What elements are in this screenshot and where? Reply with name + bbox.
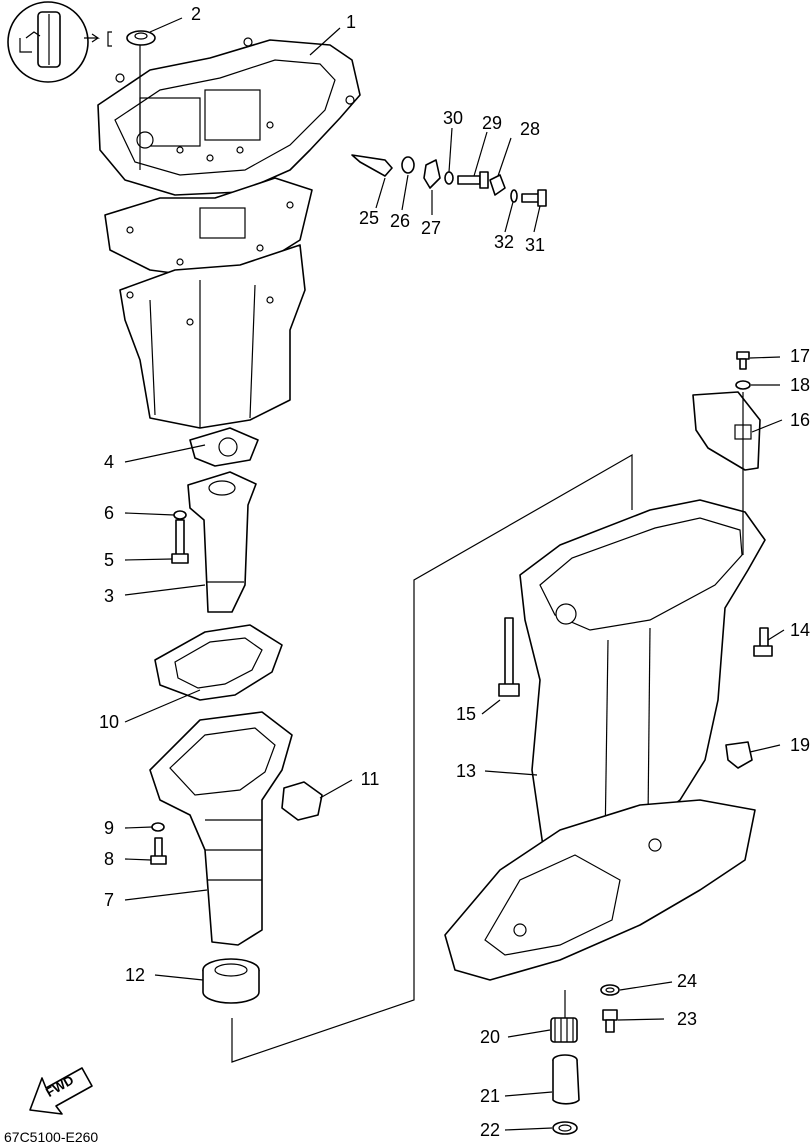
bolt-5-part bbox=[171, 519, 189, 564]
callout-12: 12 bbox=[125, 965, 145, 985]
washer-24-part bbox=[600, 984, 620, 996]
rubber-seal-11-part bbox=[281, 781, 323, 821]
callout-21: 21 bbox=[480, 1086, 500, 1106]
callout-23: 23 bbox=[677, 1009, 697, 1029]
callout-17: 17 bbox=[790, 346, 810, 366]
callout-27: 27 bbox=[421, 218, 441, 238]
callout-19: 19 bbox=[790, 735, 810, 755]
reference-lines bbox=[231, 453, 633, 1063]
callout-10: 10 bbox=[99, 712, 119, 732]
collar-12-part bbox=[202, 958, 260, 1004]
washer-32-part bbox=[510, 189, 518, 203]
callout-30: 30 bbox=[443, 108, 463, 128]
callout-1: 1 bbox=[346, 12, 356, 32]
callout-7: 7 bbox=[104, 890, 114, 910]
upper-casing-part bbox=[519, 499, 766, 863]
grease-symbol-inset bbox=[7, 1, 112, 83]
washer-9-part bbox=[151, 822, 165, 832]
callout-15: 15 bbox=[456, 704, 476, 724]
callout-32: 32 bbox=[494, 232, 514, 252]
bolt-14-part bbox=[753, 627, 773, 657]
callout-2: 2 bbox=[191, 4, 201, 24]
washer-6-part bbox=[173, 510, 187, 520]
callout-9: 9 bbox=[104, 818, 114, 838]
callout-28: 28 bbox=[520, 119, 540, 139]
callout-18: 18 bbox=[790, 375, 810, 395]
diagram-code: 67C5100-E260 bbox=[4, 1129, 98, 1144]
seal-washer-part bbox=[126, 30, 156, 46]
bolt-8-part bbox=[150, 837, 167, 865]
pin-25-part bbox=[351, 154, 393, 177]
callout-25: 25 bbox=[359, 208, 379, 228]
cavitation-plate bbox=[444, 799, 756, 981]
callout-8: 8 bbox=[104, 849, 114, 869]
bushing-26-part bbox=[401, 156, 415, 174]
bushing-21-part bbox=[552, 1054, 580, 1105]
callout-31: 31 bbox=[525, 235, 545, 255]
callout-5: 5 bbox=[104, 550, 114, 570]
bolt-29-part bbox=[457, 171, 489, 189]
upper-mount-plate-part bbox=[97, 37, 361, 196]
bolt-15-part bbox=[498, 617, 520, 697]
leader-lines bbox=[124, 17, 785, 1131]
callout-11: 11 bbox=[361, 769, 380, 789]
grommet-20-part bbox=[550, 1017, 578, 1043]
callout-20: 20 bbox=[480, 1027, 500, 1047]
exhaust-guide-part bbox=[187, 471, 257, 613]
muffler-part bbox=[149, 711, 293, 946]
screw-17-part bbox=[736, 351, 750, 370]
clip-19-part bbox=[725, 741, 753, 769]
washer-18-part bbox=[735, 380, 751, 390]
callout-6: 6 bbox=[104, 503, 114, 523]
exhaust-gasket-part bbox=[189, 427, 259, 467]
clip-28-part bbox=[489, 174, 506, 196]
callout-labels: 2 1 30 29 28 25 26 27 32 31 17 18 16 4 6… bbox=[99, 4, 810, 1140]
callout-22: 22 bbox=[480, 1120, 500, 1140]
callout-14: 14 bbox=[790, 620, 810, 640]
oil-pan-part bbox=[119, 244, 306, 429]
callout-4: 4 bbox=[104, 452, 114, 472]
callout-16: 16 bbox=[790, 410, 810, 430]
cover-16-part bbox=[692, 391, 761, 471]
callout-26: 26 bbox=[390, 211, 410, 231]
washer-30-part bbox=[444, 171, 454, 185]
bolt-31-part bbox=[521, 189, 547, 207]
bolt-23-part bbox=[602, 1009, 618, 1033]
forward-direction-arrow: FWD bbox=[29, 1067, 93, 1115]
callout-29: 29 bbox=[482, 113, 502, 133]
ring-22-part bbox=[552, 1121, 578, 1135]
muffler-gasket-part bbox=[154, 624, 283, 701]
bracket-27-part bbox=[423, 159, 441, 189]
upper-gasket-part bbox=[104, 177, 313, 279]
callout-24: 24 bbox=[677, 971, 697, 991]
callout-3: 3 bbox=[104, 586, 114, 606]
callout-13: 13 bbox=[456, 761, 476, 781]
